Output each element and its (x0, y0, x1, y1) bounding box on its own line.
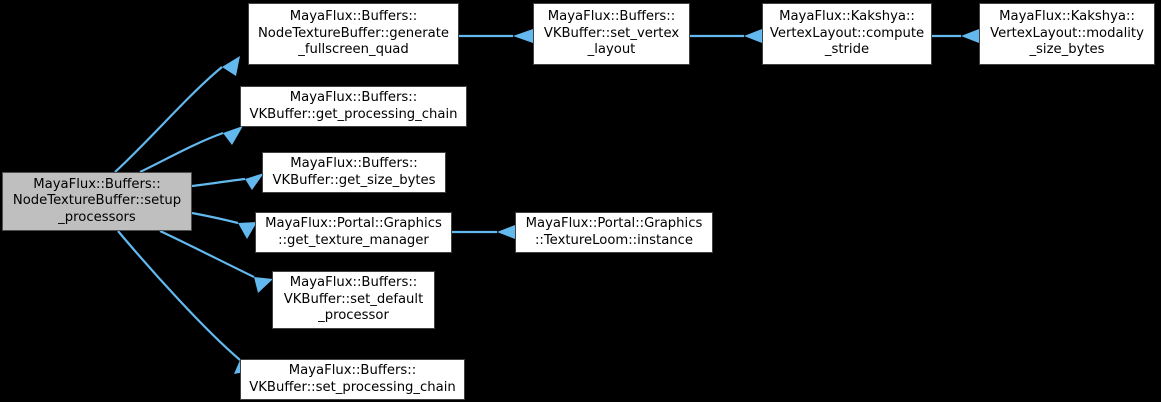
edge-root-to-get_processing_chain (139, 131, 224, 173)
graph-node-set_processing_chain[interactable]: MayaFlux::Buffers:: VKBuffer::set_proces… (240, 359, 465, 400)
edge-root-to-set_processing_chain (117, 230, 241, 361)
graph-node-label: MayaFlux::Kakshya:: VertexLayout::comput… (769, 9, 925, 58)
graph-node-set_default_processor[interactable]: MayaFlux::Buffers:: VKBuffer::set_defaul… (272, 271, 435, 329)
arrowhead-root-to-generate_fullscreen_quad (222, 56, 240, 76)
graph-node-set_vertex_layout[interactable]: MayaFlux::Buffers:: VKBuffer::set_vertex… (533, 3, 690, 65)
edge-root-to-set_default_processor (159, 230, 255, 278)
arrowhead-root-to-set_default_processor (254, 277, 273, 293)
graph-node-label: MayaFlux::Kakshya:: VertexLayout::modali… (990, 9, 1144, 58)
arrowhead-root-to-get_processing_chain (223, 126, 243, 145)
graph-node-label: MayaFlux::Portal::Graphics ::get_texture… (265, 216, 442, 248)
graph-node-root[interactable]: MayaFlux::Buffers:: NodeTextureBuffer::s… (2, 172, 192, 231)
graph-node-modality_size_bytes[interactable]: MayaFlux::Kakshya:: VertexLayout::modali… (979, 3, 1155, 65)
graph-node-get_texture_manager[interactable]: MayaFlux::Portal::Graphics ::get_texture… (255, 212, 452, 253)
arrowhead-get_texture_manager-to-texture_loom_instance (497, 225, 515, 239)
edge-root-to-generate_fullscreen_quad (114, 66, 223, 173)
graph-node-get_size_bytes[interactable]: MayaFlux::Buffers:: VKBuffer::get_size_b… (262, 152, 446, 193)
arrowhead-compute_stride-to-modality_size_bytes (961, 29, 979, 43)
graph-node-get_processing_chain[interactable]: MayaFlux::Buffers:: VKBuffer::get_proces… (240, 86, 467, 127)
graph-node-label: MayaFlux::Portal::Graphics ::TextureLoom… (525, 216, 703, 248)
arrowhead-set_vertex_layout-to-compute_stride (744, 29, 762, 43)
graph-node-label: MayaFlux::Buffers:: VKBuffer::set_proces… (249, 363, 456, 395)
graph-node-texture_loom_instance[interactable]: MayaFlux::Portal::Graphics ::TextureLoom… (515, 212, 713, 253)
edge-root-to-get_texture_manager (191, 211, 239, 225)
graph-node-compute_stride[interactable]: MayaFlux::Kakshya:: VertexLayout::comput… (762, 3, 932, 65)
graph-node-label: MayaFlux::Buffers:: NodeTextureBuffer::g… (257, 9, 450, 58)
edge-root-to-get_size_bytes (191, 177, 246, 188)
graph-node-label: MayaFlux::Buffers:: NodeTextureBuffer::s… (12, 176, 182, 225)
graph-node-generate_fullscreen_quad[interactable]: MayaFlux::Buffers:: NodeTextureBuffer::g… (248, 3, 459, 65)
graph-node-label: MayaFlux::Buffers:: VKBuffer::set_vertex… (543, 9, 680, 58)
graph-node-label: MayaFlux::Buffers:: VKBuffer::set_defaul… (283, 275, 424, 324)
graph-node-label: MayaFlux::Buffers:: VKBuffer::get_proces… (249, 90, 458, 122)
graph-node-label: MayaFlux::Buffers:: VKBuffer::get_size_b… (272, 156, 436, 188)
arrowhead-generate_fullscreen_quad-to-set_vertex_layout (513, 29, 533, 43)
